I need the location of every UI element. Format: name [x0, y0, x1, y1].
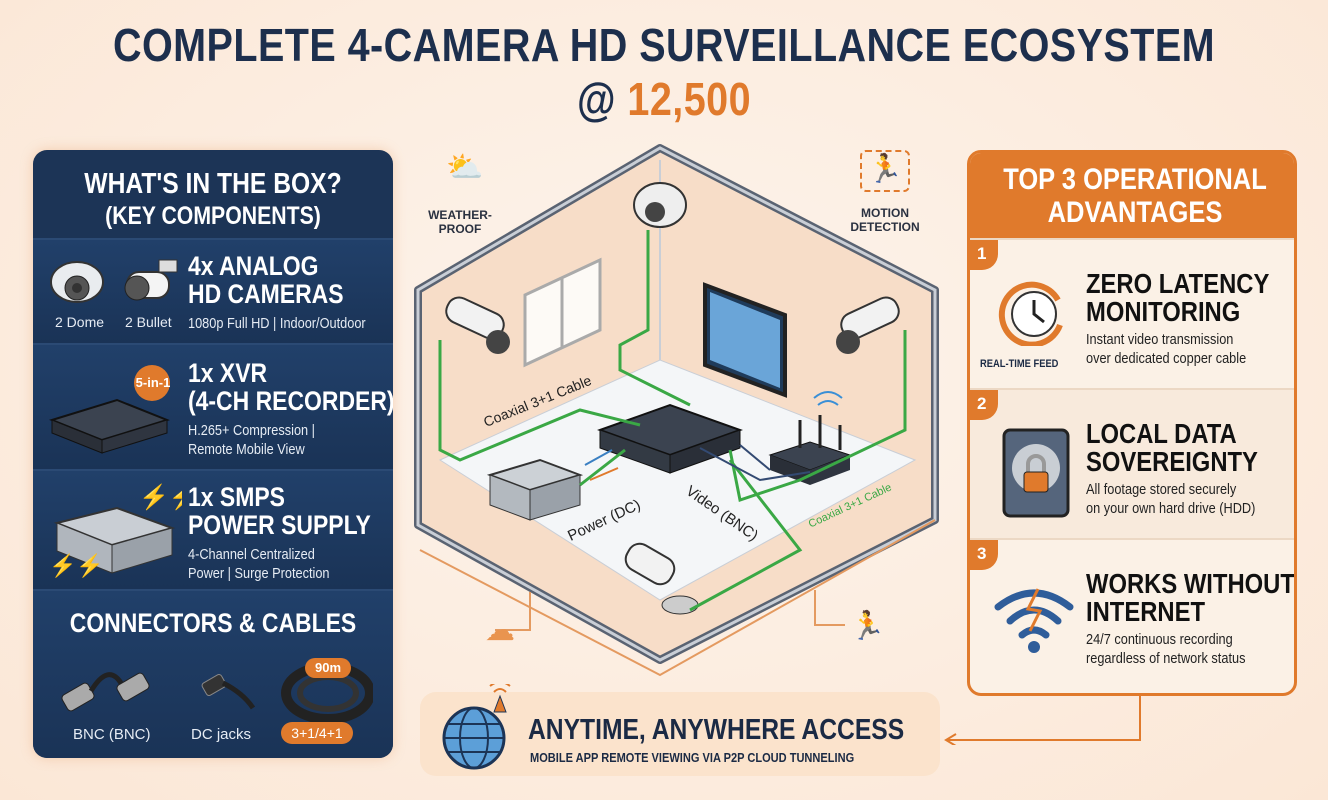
banner-title: ANYTIME, ANYWHERE ACCESS: [528, 714, 905, 746]
xvr-recorder-icon: [48, 365, 171, 454]
advantage-title-2: SOVEREIGNTY: [1086, 446, 1258, 477]
smps-desc-1: 4-Channel Centralized: [188, 546, 315, 563]
xvr-title-2: (4-CH RECORDER): [188, 386, 393, 416]
dc-jack-icon: [201, 674, 256, 710]
connectors-section: CONNECTORS & CABLES 90m BNC (BNC) DC jac…: [33, 589, 393, 758]
dome-label: 2 Dome: [55, 314, 105, 330]
motion-icon-small: 🏃: [850, 609, 885, 641]
dome-and-bullet-camera-icon: [50, 259, 178, 303]
smps-device-icon: [486, 458, 584, 521]
xvr-title-1: 1x XVR: [188, 358, 268, 388]
weather-proof-icon: ⛅: [446, 151, 484, 184]
coaxial-cable-lines: [438, 230, 907, 612]
smps-desc-2: Power | Surge Protection: [188, 565, 330, 582]
whats-in-the-box-panel: WHAT'S IN THE BOX? (KEY COMPONENTS) 2 Do…: [33, 150, 393, 758]
motion-label-2: DETECTION: [850, 220, 920, 234]
xvr-desc-1: H.265+ Compression |: [188, 422, 315, 439]
smps-title-1: 1x SMPS: [188, 482, 285, 512]
weather-icon-small: ☁: [485, 614, 515, 647]
advantage-number: 2: [970, 390, 998, 420]
xvr-section: 5-in-1 1x XVR (4-CH RECORDER) H.265+ Com…: [33, 343, 393, 469]
cameras-title-1: 4x ANALOG: [188, 251, 319, 281]
svg-text:⚡⚡: ⚡⚡: [139, 483, 182, 511]
xvr-desc-2: Remote Mobile View: [188, 441, 305, 458]
dome-camera-ceiling-icon: [633, 182, 687, 228]
connector-arrow: [944, 695, 1141, 745]
bullet-camera-floor-icon: [624, 542, 699, 615]
advantage-title-1: ZERO LATENCY: [1086, 268, 1270, 299]
title-price: 12,500: [627, 73, 752, 125]
cameras-desc: 1080p Full HD | Indoor/Outdoor: [188, 315, 366, 332]
cameras-title-2: HD CAMERAS: [188, 279, 344, 309]
cable-length-badge: 90m: [305, 658, 351, 678]
cameras-section: 2 Dome 2 Bullet 4x ANALOG HD CAMERAS 108…: [33, 238, 393, 343]
advantage-title-1: WORKS WITHOUT: [1086, 568, 1295, 599]
smps-title-2: POWER SUPPLY: [188, 510, 371, 540]
advantage-desc-1: 24/7 continuous recording: [1086, 631, 1233, 648]
advantage-number: 1: [970, 240, 998, 270]
cable-type-badge: 3+1/4+1: [281, 722, 353, 744]
weather-label-2: PROOF: [438, 222, 482, 236]
advantage-desc-1: Instant video transmission: [1086, 331, 1234, 348]
advantage-item-2: 2 LOCAL DATA SOVEREIGNTY All footage sto…: [970, 388, 1294, 538]
real-time-feed-label: REAL-TIME FEED: [980, 358, 1059, 370]
dc-jacks-label: DC jacks: [191, 726, 252, 743]
xvr-device-icon: [597, 403, 743, 474]
bullet-camera-left-icon: [445, 296, 510, 354]
advantage-title-2: INTERNET: [1086, 596, 1205, 627]
advantage-title-1: LOCAL DATA: [1086, 418, 1237, 449]
advantage-desc-1: All footage stored securely: [1086, 481, 1237, 498]
motion-label-1: MOTION: [861, 206, 909, 220]
advantage-item-3: 3 WORKS WITHOUT INTERNET 24/7 continuous…: [970, 538, 1295, 693]
advantage-desc-2: on your own hard drive (HDD): [1086, 500, 1256, 517]
anytime-access-banner: ANYTIME, ANYWHERE ACCESS MOBILE APP REMO…: [420, 684, 940, 776]
network-cable: [699, 444, 811, 482]
clock-refresh-icon: [998, 281, 1063, 346]
five-in-one-badge: 5-in-1: [135, 375, 171, 390]
advantage-desc-2: regardless of network status: [1086, 650, 1246, 667]
connectors-heading: CONNECTORS & CABLES: [69, 608, 357, 638]
weather-label-1: WEATHER-: [428, 208, 492, 222]
outline-arrow-path: [419, 519, 936, 677]
wifi-broken-icon: [994, 588, 1074, 653]
room-installation-diagram: ☁ 🏃: [414, 144, 939, 677]
bnc-label: BNC (BNC): [73, 726, 151, 743]
bullet-label: 2 Bullet: [125, 314, 172, 330]
advantage-item-1: 1 REAL-TIME FEED ZERO LATENCY MONITORING…: [970, 238, 1294, 388]
advantage-title-2: MONITORING: [1086, 296, 1241, 327]
smps-section: ⚡⚡ ⚡⚡ 1x SMPS POWER SUPPLY 4-Channel Cent…: [33, 469, 393, 589]
advantage-desc-2: over dedicated copper cable: [1086, 350, 1247, 367]
title-text: COMPLETE 4-CAMERA HD SURVEILLANCE ECOSYS…: [112, 19, 1216, 125]
motion-detection-icon: 🏃: [860, 150, 910, 192]
hard-drive-lock-icon: [1002, 428, 1070, 518]
banner-subtitle: MOBILE APP REMOTE VIEWING VIA P2P CLOUD …: [530, 750, 855, 765]
smps-power-supply-icon: ⚡⚡ ⚡⚡: [49, 483, 182, 579]
page-title: COMPLETE 4-CAMERA HD SURVEILLANCE ECOSYS…: [93, 18, 1235, 126]
globe-signal-icon: [442, 684, 511, 770]
advantage-number: 3: [970, 540, 998, 570]
svg-text:⚡⚡: ⚡⚡: [49, 553, 104, 579]
box-heading: WHAT'S IN THE BOX? (KEY COMPONENTS): [84, 168, 342, 231]
bnc-connector-icon: [61, 672, 150, 712]
bullet-camera-right-icon: [836, 296, 900, 354]
